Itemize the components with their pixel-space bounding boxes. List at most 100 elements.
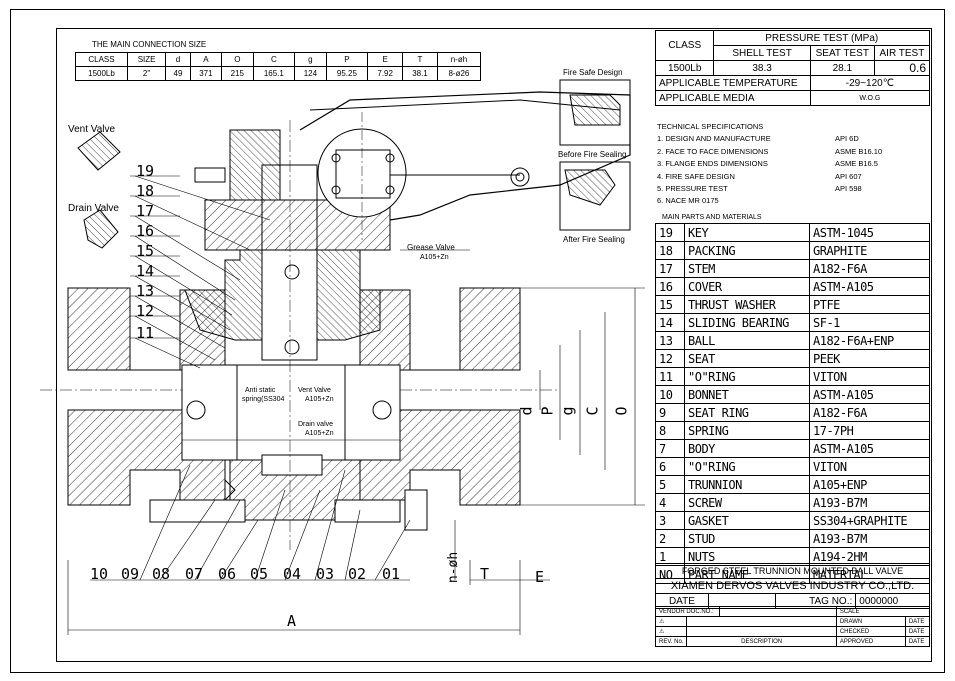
- drawing-border: [56, 28, 932, 662]
- dim-P-label: P: [538, 406, 557, 416]
- part-name: BALL: [684, 331, 810, 350]
- connection-value-cell: 2": [126, 66, 167, 81]
- connection-value-cell: 165.1: [252, 66, 296, 81]
- callout-number: 15: [136, 242, 155, 260]
- part-material: VITON: [809, 367, 930, 386]
- grease-valve-label: Grease Valve: [407, 243, 455, 252]
- part-name: THRUST WASHER: [684, 295, 810, 314]
- part-number: 13: [655, 331, 685, 350]
- part-name: KEY: [684, 223, 810, 242]
- part-number: 12: [655, 349, 685, 368]
- connection-value-cell: 7.92: [367, 66, 404, 81]
- tech-spec-name: 6. NACE MR 0175: [657, 196, 719, 206]
- parts-title: MAIN PARTS AND MATERIALS: [662, 214, 762, 221]
- right-flange: [359, 287, 521, 371]
- drawing-frame: [10, 9, 945, 673]
- callout-number: 09: [121, 565, 140, 583]
- part-material: A182-F6A: [809, 259, 930, 278]
- grease-material-label: A105+Zn: [420, 254, 449, 261]
- connection-value-cell: 215: [221, 66, 254, 81]
- tech-spec-standard: API 598: [835, 184, 862, 194]
- callout-number: 07: [185, 565, 204, 583]
- part-number: 17: [655, 259, 685, 278]
- drain-material-label: A105+Zn: [305, 430, 334, 437]
- tech-spec-name: 3. FLANGE ENDS DIMENSIONS: [657, 159, 768, 169]
- tech-spec-name: 1. DESIGN AND MANUFACTURE: [657, 134, 771, 144]
- vent-valve-inner-label: Vent Valve: [298, 387, 331, 394]
- part-material: PTFE: [809, 295, 930, 314]
- part-number: 19: [655, 223, 685, 242]
- part-name: BONNET: [684, 385, 810, 404]
- drain-valve-label: Drain Valve: [68, 203, 119, 214]
- part-material: ASTM-1045: [809, 223, 930, 242]
- callout-number: 18: [136, 182, 155, 200]
- callout-number: 08: [152, 565, 171, 583]
- part-name: TRUNNION: [684, 475, 810, 494]
- pressure-test-table: CLASS PRESSURE TEST (MPa) SHELL TEST SEA…: [654, 30, 931, 106]
- callout-number: 16: [136, 222, 155, 240]
- before-fire-label: Before Fire Sealing: [558, 150, 627, 159]
- dim-E-label: E: [535, 568, 545, 586]
- anti-static-label: Anti static: [245, 387, 276, 394]
- callout-number: 01: [382, 565, 401, 583]
- after-fire-label: After Fire Sealing: [563, 235, 625, 244]
- callout-number: 05: [250, 565, 269, 583]
- connection-value-cell: 8-ø26: [436, 66, 482, 81]
- tech-specs-title: TECHNICAL SPECIFICATIONS: [657, 122, 764, 131]
- callout-number: 10: [90, 565, 109, 583]
- tech-spec-standard: ASME B16.5: [835, 159, 878, 169]
- part-material: A194-2HM: [809, 547, 930, 566]
- part-material: PEEK: [809, 349, 930, 368]
- description-label: DESCRIPTION: [686, 636, 837, 647]
- tech-spec-standard: API 6D: [835, 134, 859, 144]
- dim-O-label: O: [612, 406, 631, 416]
- callout-number: 06: [218, 565, 237, 583]
- tech-spec-name: 2. FACE TO FACE DIMENSIONS: [657, 146, 769, 156]
- part-name: GASKET: [684, 511, 810, 530]
- callout-number: 02: [348, 565, 367, 583]
- fire-safe-label: Fire Safe Design: [563, 68, 623, 77]
- media-value: W.O.G: [809, 90, 931, 106]
- tech-spec-item: 1. DESIGN AND MANUFACTURE API 6D: [657, 133, 927, 145]
- connection-value-cell: 95.25: [325, 66, 369, 81]
- tech-spec-standard: API 607: [835, 171, 862, 181]
- connection-header-cell: O: [221, 52, 254, 67]
- callout-number: 03: [316, 565, 335, 583]
- seat-test-value: 28.1: [809, 60, 875, 76]
- part-name: SPRING: [684, 421, 810, 440]
- part-number: 18: [655, 241, 685, 260]
- dim-d-label: d: [517, 406, 536, 416]
- vent-material-label: A105+Zn: [305, 396, 334, 403]
- callout-number: 04: [283, 565, 302, 583]
- drain-valve-inner-label: Drain valve: [298, 421, 334, 428]
- connection-value-cell: 124: [294, 66, 327, 81]
- tech-specs: TECHNICAL SPECIFICATIONS 1. DESIGN AND M…: [657, 121, 927, 208]
- approved-date-label: DATE: [904, 636, 931, 647]
- callout-number: 14: [136, 262, 155, 280]
- dim-C-label: C: [583, 406, 602, 416]
- part-material: SS304+GRAPHITE: [809, 511, 930, 530]
- part-material: ASTM-A105: [809, 385, 930, 404]
- air-test-value: 0.6: [873, 60, 931, 76]
